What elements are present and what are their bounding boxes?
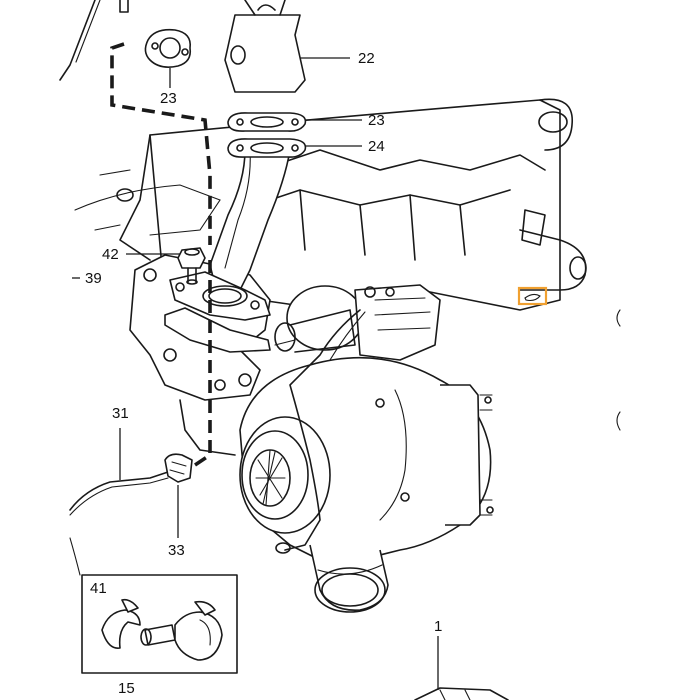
callout-1: 1 xyxy=(434,618,442,635)
callout-24: 24 xyxy=(368,138,385,155)
sensor-wire xyxy=(284,309,361,551)
gasket-24 xyxy=(227,138,307,158)
callout-23-top: 23 xyxy=(160,90,177,107)
callout-42: 42 xyxy=(102,246,119,263)
gasket-23-mid xyxy=(227,112,307,132)
cable-lower xyxy=(69,537,81,576)
callout-33: 33 xyxy=(168,542,185,559)
part-1-tray xyxy=(414,687,509,700)
wastegate-actuator xyxy=(274,284,441,361)
nut-stud-42 xyxy=(177,247,206,285)
compressor-inlet xyxy=(239,416,331,534)
cable-upper xyxy=(59,0,96,81)
gasket-23-top xyxy=(144,28,192,68)
callout-22: 22 xyxy=(358,50,375,67)
callout-41: 41 xyxy=(90,580,107,597)
highlight-marker[interactable] xyxy=(517,286,548,306)
callout-15: 15 xyxy=(118,680,135,697)
callout-31: 31 xyxy=(112,405,129,422)
callout-23-gasket: 23 xyxy=(368,112,385,129)
compressor-outlet-pipe xyxy=(309,544,389,613)
leader-lines xyxy=(72,57,439,690)
detail-inset-41 xyxy=(81,574,238,674)
cable-31 xyxy=(69,471,169,511)
clip-33[interactable] xyxy=(164,453,193,483)
callout-39: 39 xyxy=(85,270,102,287)
